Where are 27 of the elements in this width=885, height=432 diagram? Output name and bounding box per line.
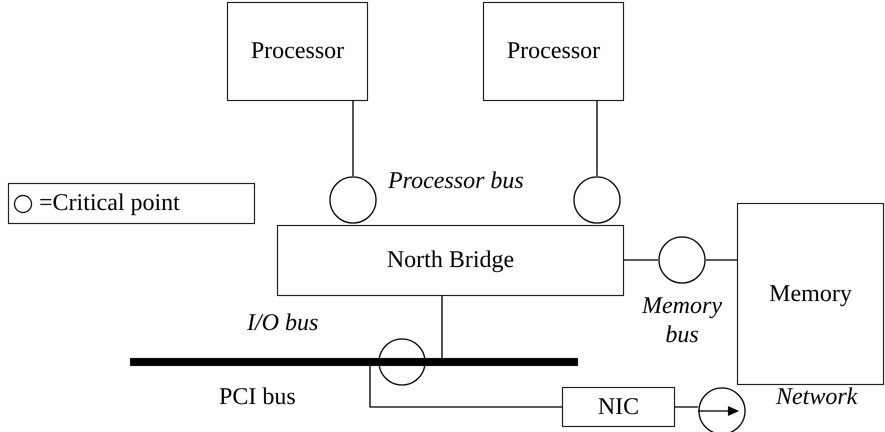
component-box [227,2,368,101]
component-box [483,2,624,101]
connector-line [706,259,737,261]
box-label: North Bridge [386,247,514,274]
critical-point-circle [329,176,377,224]
critical-point-circle [573,176,621,224]
bus-label: Network [776,383,858,412]
connector-line [675,406,698,408]
bus-label: Processor bus [388,167,524,196]
box-label: NIC [598,394,640,420]
box-label: Memory [769,280,852,308]
legend-text: =Critical point [39,190,180,217]
connector-line [596,101,598,176]
connector-line [352,101,354,176]
box-label: Processor [250,38,344,65]
component-box [562,387,675,427]
bus-label: PCI bus [219,383,296,412]
bus-label: I/O bus [247,309,318,338]
component-box [277,225,624,296]
connector-line [369,366,562,408]
component-box [737,203,884,385]
box-label: Processor [506,38,600,65]
connector-line [624,259,658,261]
connector-line [441,296,443,358]
bus-bar [130,358,578,366]
bus-label: Memory bus [640,292,723,350]
critical-point-circle [658,236,706,284]
